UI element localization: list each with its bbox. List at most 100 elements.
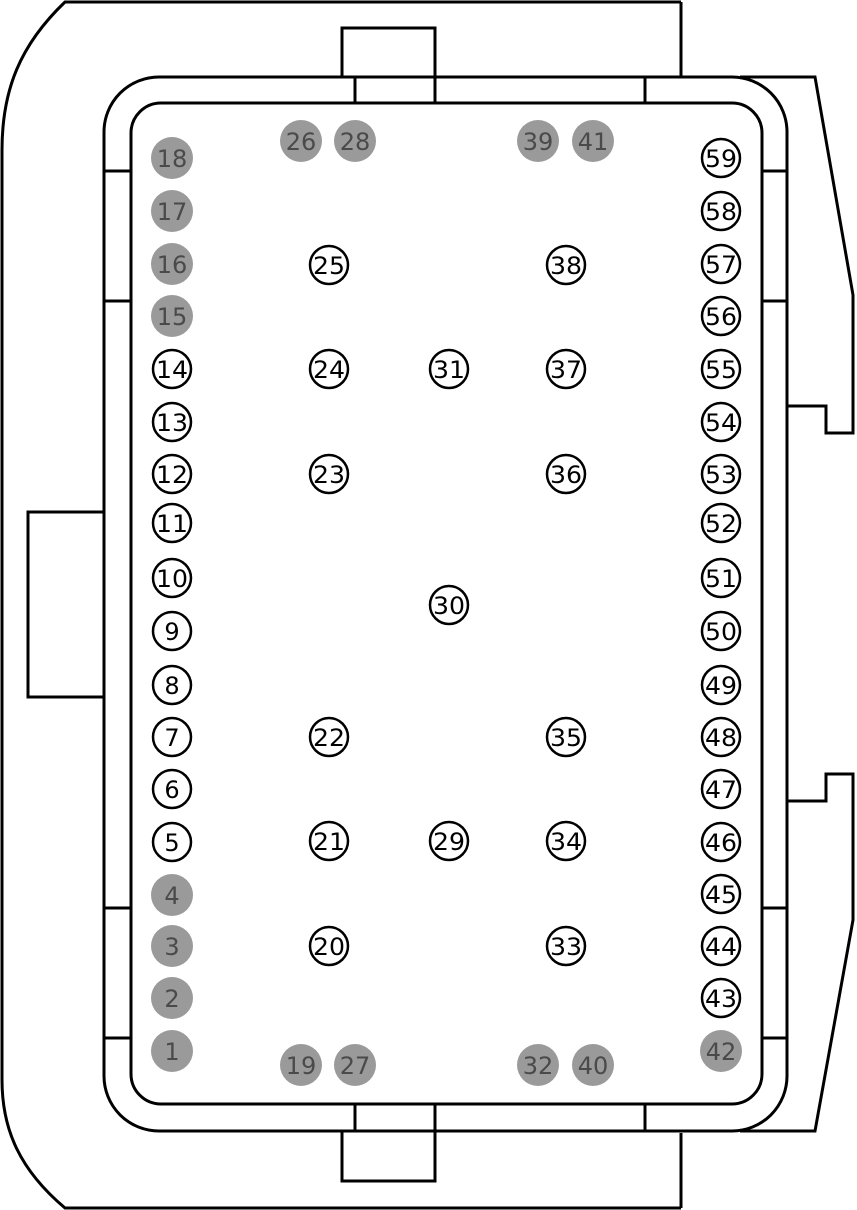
- pin-48-label: 48: [705, 724, 737, 752]
- pin-26: 26: [280, 120, 322, 162]
- housing-right-latch: [740, 75, 855, 435]
- pin-5: 5: [151, 821, 193, 863]
- pin-51-label: 51: [705, 565, 737, 593]
- pin-57-cavity: [700, 243, 742, 285]
- pin-16-cavity: [151, 243, 193, 285]
- pin-17-cavity: [151, 190, 193, 232]
- pin-1: 1: [151, 1030, 193, 1072]
- pin-42-cavity: [700, 1030, 742, 1072]
- pin-27-cavity: [334, 1044, 376, 1086]
- pin-40-cavity: [572, 1044, 614, 1086]
- pin-52-label: 52: [705, 510, 737, 538]
- pin-28: 28: [334, 120, 376, 162]
- pin-4-label: 4: [164, 882, 179, 910]
- pin-9-label: 9: [164, 618, 179, 646]
- pin-58-cavity: [700, 190, 742, 232]
- pin-45-cavity: [700, 873, 742, 915]
- pin-31: 31: [428, 348, 470, 390]
- pin-26-cavity: [280, 120, 322, 162]
- pin-14-cavity: [151, 348, 193, 390]
- pin-52: 52: [700, 502, 742, 544]
- pin-7-cavity: [151, 716, 193, 758]
- pin-40-label: 40: [578, 1052, 609, 1080]
- pin-30-cavity: [428, 584, 470, 626]
- pin-1-label: 1: [164, 1038, 179, 1066]
- pin-55-label: 55: [705, 356, 737, 384]
- pin-23-cavity: [308, 453, 350, 495]
- pin-10: 10: [151, 557, 193, 599]
- pin-18-label: 18: [157, 145, 188, 173]
- pin-59: 59: [700, 137, 742, 179]
- pin-31-label: 31: [433, 356, 465, 384]
- pin-37-label: 37: [550, 356, 582, 384]
- pin-22-label: 22: [313, 724, 345, 752]
- pin-14-label: 14: [156, 356, 188, 384]
- pin-51-cavity: [700, 557, 742, 599]
- pin-10-label: 10: [156, 565, 188, 593]
- pin-38: 38: [545, 244, 587, 286]
- pin-15: 15: [151, 295, 193, 337]
- pin-3-label: 3: [164, 933, 179, 961]
- pin-31-cavity: [428, 348, 470, 390]
- pin-59-label: 59: [705, 145, 737, 173]
- pin-43-label: 43: [705, 985, 737, 1013]
- pin-43-cavity: [700, 977, 742, 1019]
- pin-28-label: 28: [340, 128, 371, 156]
- pin-39-label: 39: [523, 128, 554, 156]
- pin-48-cavity: [700, 716, 742, 758]
- pin-3: 3: [151, 925, 193, 967]
- pin-26-label: 26: [286, 128, 317, 156]
- pin-17: 17: [151, 190, 193, 232]
- pin-5-label: 5: [164, 829, 179, 857]
- pin-47-cavity: [700, 768, 742, 810]
- pin-49-label: 49: [705, 672, 737, 700]
- housing-left-key-tab: [26, 510, 104, 699]
- pin-46-cavity: [700, 821, 742, 863]
- pin-37-cavity: [545, 348, 587, 390]
- pin-35-cavity: [545, 716, 587, 758]
- pin-11: 11: [151, 502, 193, 544]
- pin-34-cavity: [545, 820, 587, 862]
- housing-outer-shell: [0, 0, 681, 1210]
- pin-25-label: 25: [313, 252, 345, 280]
- pin-17-label: 17: [157, 198, 188, 226]
- pin-44-cavity: [700, 925, 742, 967]
- pin-25: 25: [308, 244, 350, 286]
- pin-12-cavity: [151, 453, 193, 495]
- pin-21-cavity: [308, 820, 350, 862]
- pin-35: 35: [545, 716, 587, 758]
- pin-41-label: 41: [578, 128, 609, 156]
- pin-18: 18: [151, 137, 193, 179]
- pin-47: 47: [700, 768, 742, 810]
- pin-18-cavity: [151, 137, 193, 179]
- pin-38-cavity: [545, 244, 587, 286]
- pin-42-label: 42: [706, 1038, 737, 1066]
- pin-53: 53: [700, 453, 742, 495]
- pin-13-cavity: [151, 401, 193, 443]
- pin-8-cavity: [151, 664, 193, 706]
- pin-20: 20: [308, 925, 350, 967]
- pin-32-label: 32: [523, 1052, 554, 1080]
- pin-20-cavity: [308, 925, 350, 967]
- pin-46: 46: [700, 821, 742, 863]
- pin-2-cavity: [151, 977, 193, 1019]
- pin-42: 42: [700, 1030, 742, 1072]
- pin-15-cavity: [151, 295, 193, 337]
- housing-bottom-latch-tab: [340, 1104, 437, 1183]
- pin-59-cavity: [700, 137, 742, 179]
- pin-44: 44: [700, 925, 742, 967]
- pin-33-cavity: [545, 925, 587, 967]
- pin-29-cavity: [428, 820, 470, 862]
- pin-36-cavity: [545, 453, 587, 495]
- pin-13-label: 13: [156, 409, 188, 437]
- pin-20-label: 20: [313, 933, 345, 961]
- pin-19: 19: [280, 1044, 322, 1086]
- pin-52-cavity: [700, 502, 742, 544]
- pin-53-cavity: [700, 453, 742, 495]
- pin-12-label: 12: [156, 461, 188, 489]
- pin-36: 36: [545, 453, 587, 495]
- pin-32-cavity: [517, 1044, 559, 1086]
- pin-56-label: 56: [705, 303, 737, 331]
- pin-21-label: 21: [313, 828, 345, 856]
